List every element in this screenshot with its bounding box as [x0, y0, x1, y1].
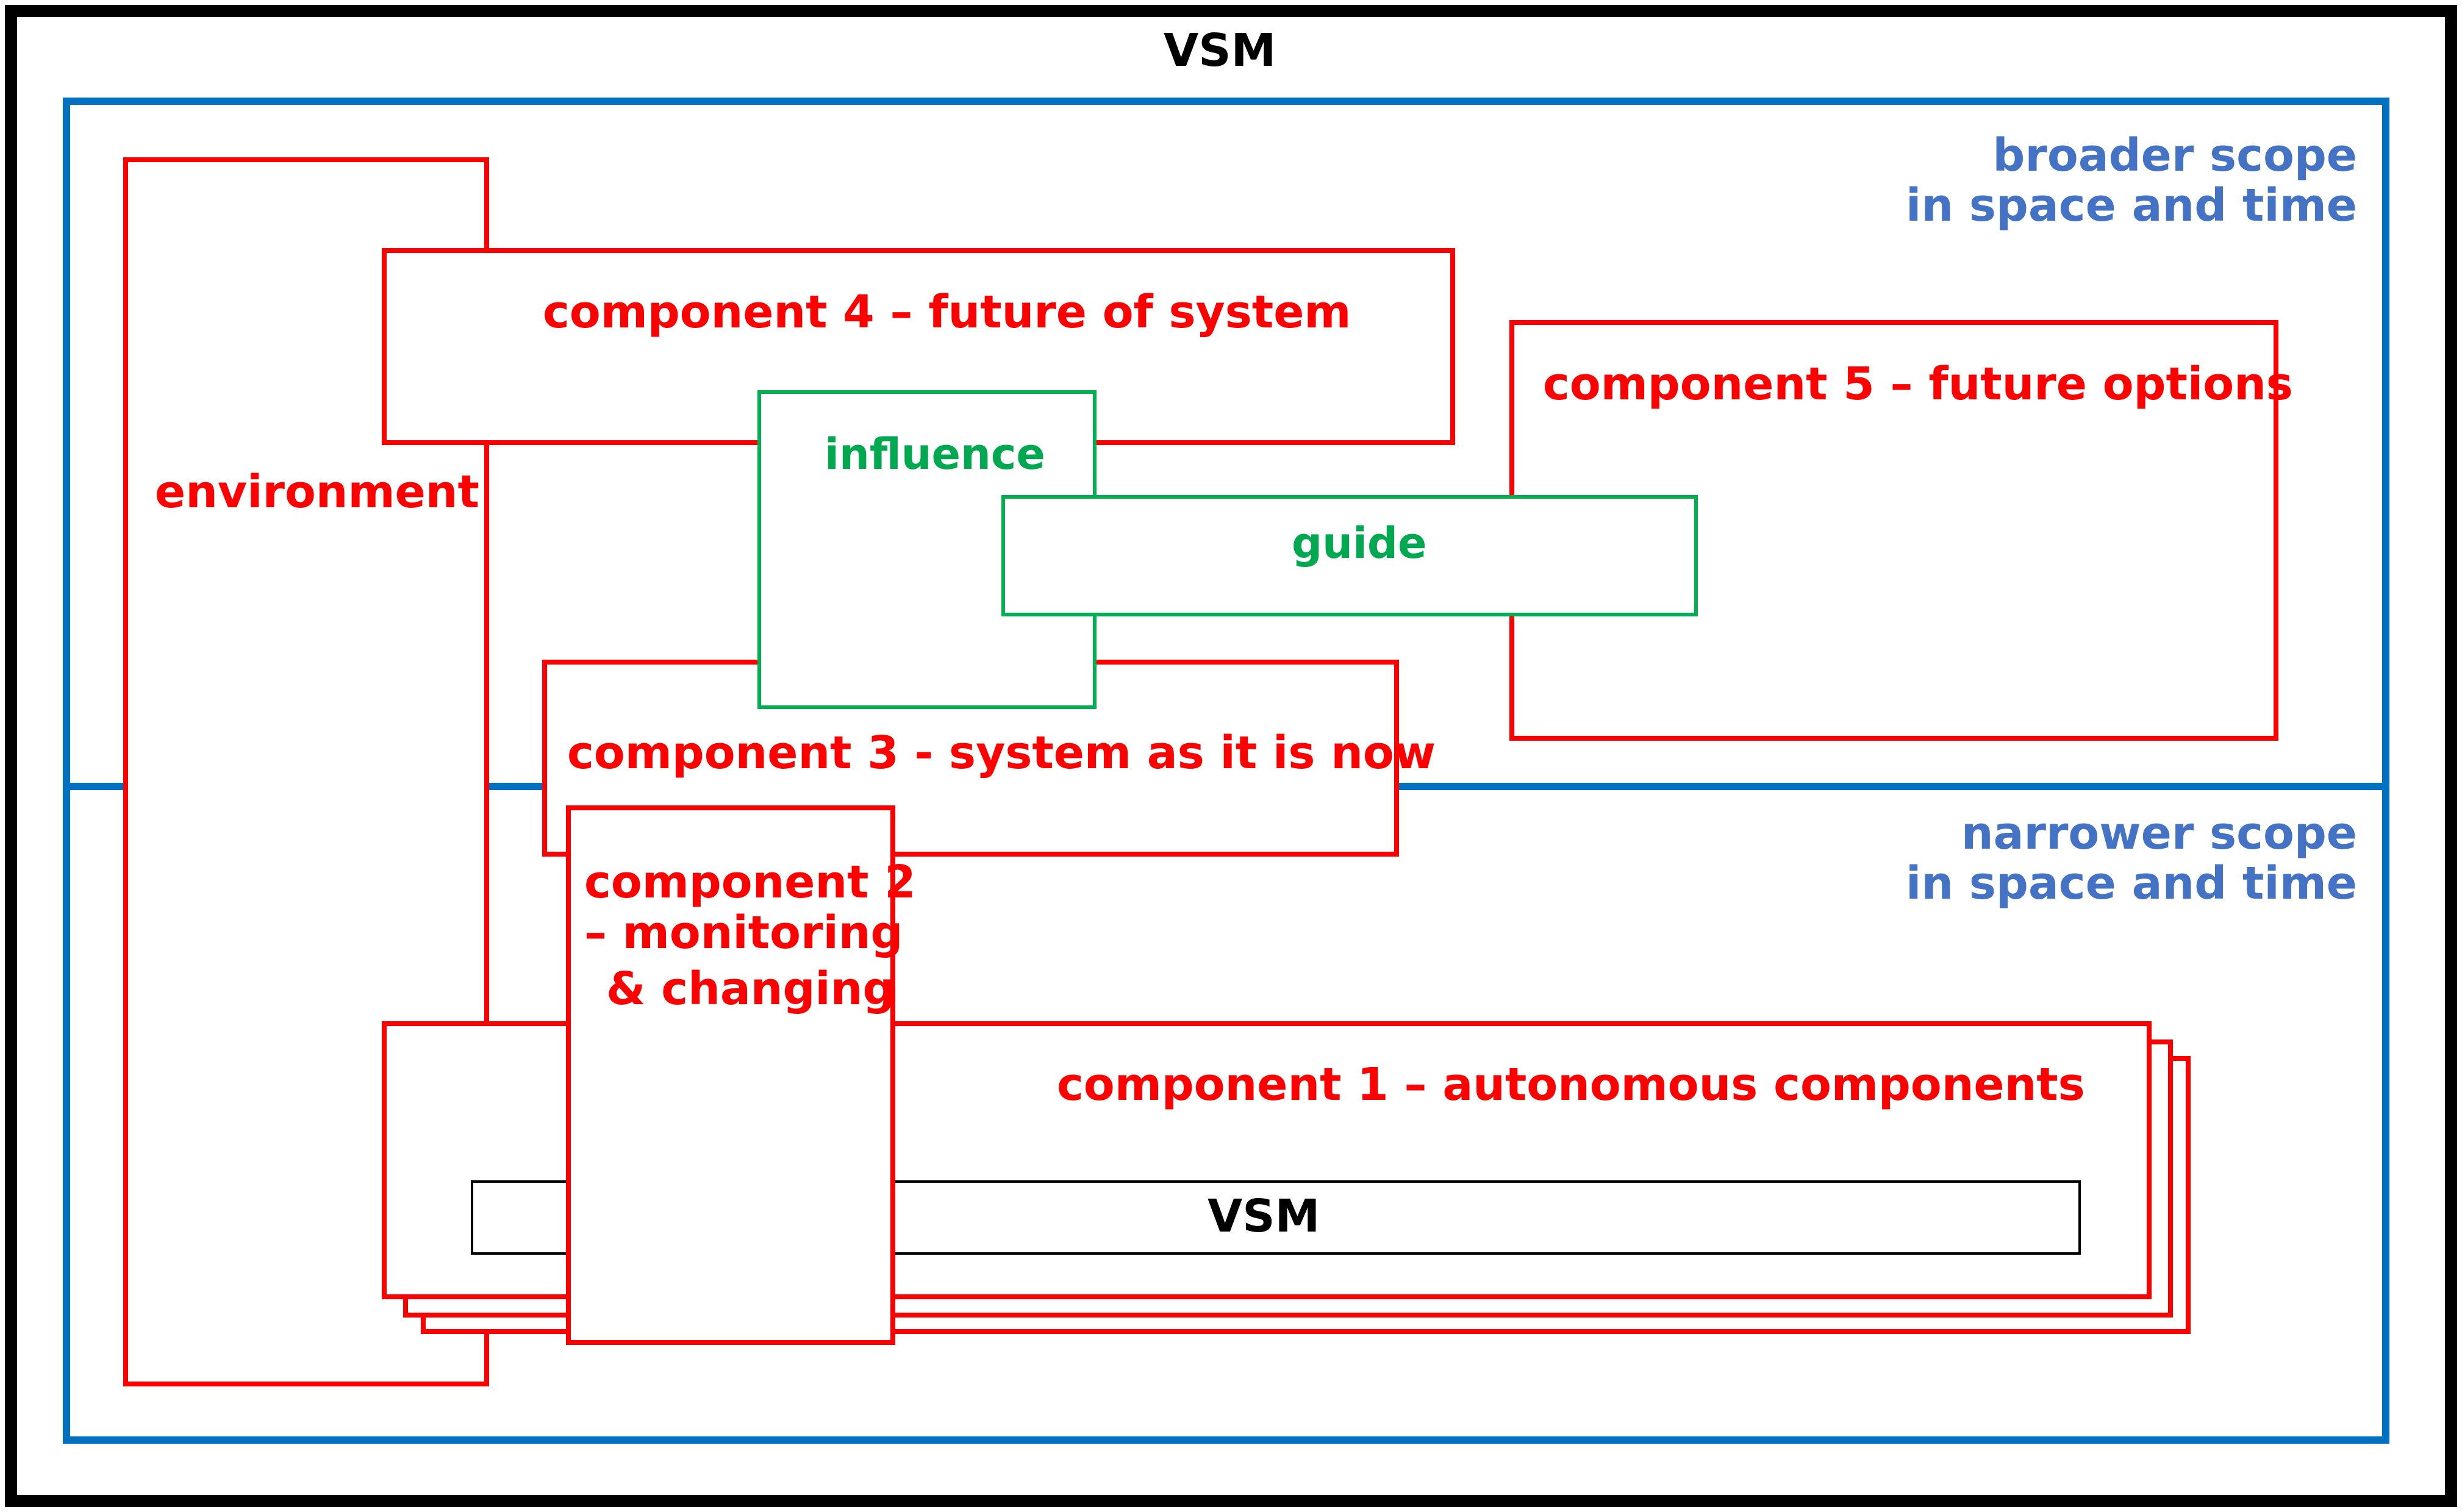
component-3-label: component 3 - system as it is now	[567, 727, 1436, 779]
broader-scope-line-2: in space and time	[1906, 179, 2357, 232]
influence-label: influence	[825, 429, 1045, 479]
guide-box	[1001, 495, 1698, 616]
narrower-scope-line-2: in space and time	[1906, 857, 2357, 910]
component-2-label-line-2: – monitoring	[584, 907, 903, 959]
component-5-label: component 5 – future options	[1543, 358, 2293, 410]
component-4-label: component 4 – future of system	[543, 286, 1351, 338]
narrower-scope-line-1: narrower scope	[1961, 807, 2357, 860]
outer-frame	[5, 5, 2457, 1507]
diagram-title: VSM	[1164, 24, 1276, 77]
component-1-label: component 1 – autonomous components	[1057, 1058, 2085, 1111]
component-1-inner-vsm-label: VSM	[1208, 1190, 1320, 1243]
component-2-label-line-1: component 2	[584, 856, 916, 908]
guide-label: guide	[1292, 518, 1427, 568]
scope-container	[63, 98, 2389, 1444]
environment-label: environment	[155, 466, 479, 518]
component-2-box	[566, 805, 895, 1345]
component-2-label-line-3: & changing	[606, 963, 895, 1015]
broader-scope-line-1: broader scope	[1992, 129, 2357, 182]
